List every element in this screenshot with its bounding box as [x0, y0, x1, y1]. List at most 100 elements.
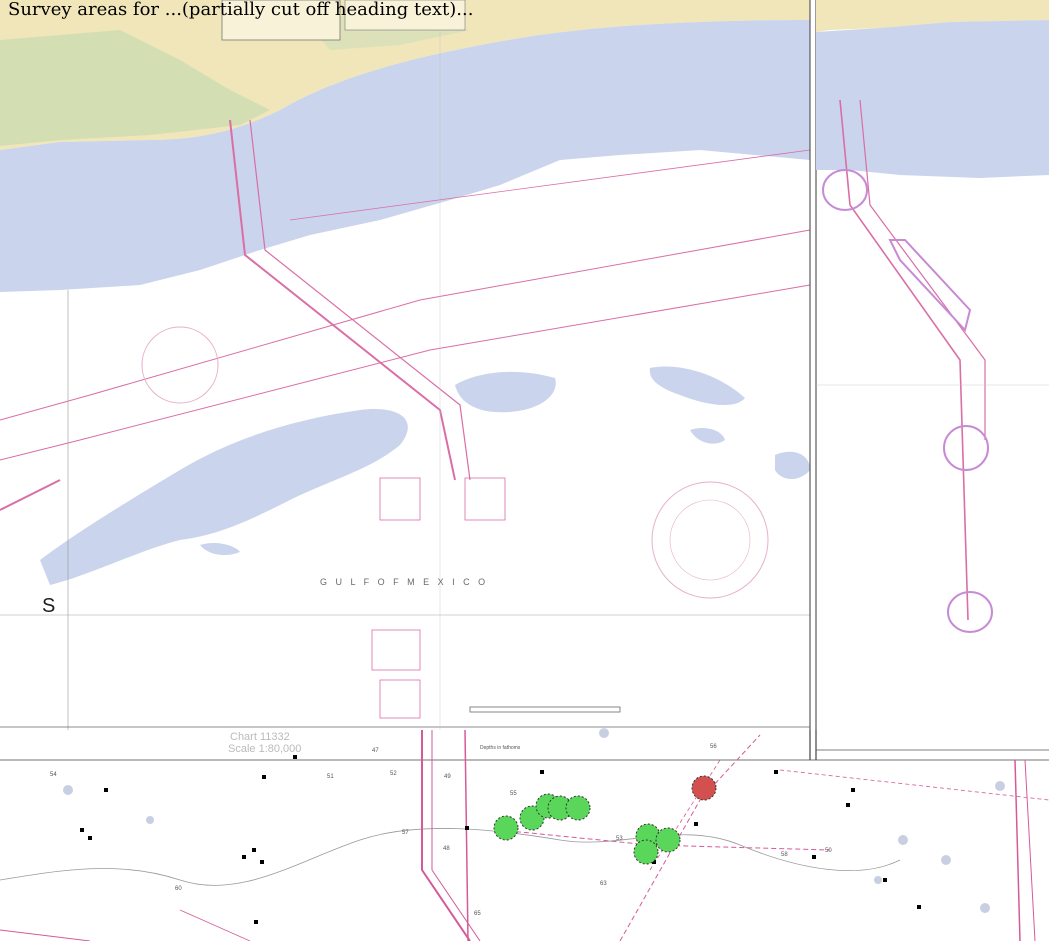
survey-site-5[interactable] — [565, 795, 591, 821]
obstruction-mark — [293, 755, 297, 759]
panel-divider — [810, 0, 816, 760]
shoal-mid — [455, 371, 556, 413]
pipeline-1 — [421, 730, 471, 941]
dashed-route-1 — [499, 829, 831, 851]
sounding-label: 51 — [327, 774, 334, 780]
ship-channel-2 — [249, 119, 471, 481]
shoal-large — [40, 409, 408, 585]
sounding-label: 50 — [825, 848, 832, 854]
obstruction-mark — [694, 822, 698, 826]
left-chart-panel: G U L F O F M E X I C O S Chart 11332 Sc… — [0, 0, 811, 755]
obstruction-mark — [254, 920, 258, 924]
tide-table — [221, 0, 341, 41]
pipeline-4 — [1014, 759, 1021, 941]
anchorage-circle-3 — [141, 326, 219, 404]
faded-overlay — [0, 0, 1049, 730]
obstruction-mark — [260, 860, 264, 864]
shoal-right-1 — [649, 366, 745, 406]
notes-box — [344, 0, 466, 31]
sounding-label: 65 — [474, 911, 481, 917]
sounding-label: 63 — [600, 881, 607, 887]
right-land — [816, 0, 1049, 32]
letter-s-label: S — [42, 595, 55, 617]
soundings: 54 51 52 49 53 56 55 50 48 47 57 60 63 6… — [50, 744, 832, 917]
area-box-4 — [379, 679, 421, 719]
shoal-small — [200, 542, 240, 556]
obstruction-mark — [104, 788, 108, 792]
sounding-label: 57 — [402, 830, 409, 836]
obstruction-circle — [63, 785, 73, 795]
fairway-line-1 — [0, 229, 811, 421]
nearshore-shoal — [0, 20, 810, 292]
sounding-label: 47 — [372, 748, 379, 754]
obstruction-mark — [540, 770, 544, 774]
obstruction-mark — [252, 848, 256, 852]
obstruction-mark — [652, 860, 656, 864]
obstruction-mark — [917, 905, 921, 909]
sounding-label: 49 — [444, 774, 451, 780]
survey-site-8[interactable] — [633, 839, 659, 865]
sounding-label: 54 — [50, 772, 57, 778]
right-shoal — [816, 20, 1049, 178]
sounding-label: 58 — [781, 852, 788, 858]
anchorage-circle-2 — [669, 499, 751, 581]
obstruction-mark — [262, 775, 266, 779]
right-channel — [839, 99, 969, 621]
sounding-label: 56 — [710, 744, 717, 750]
pipeline-3 — [464, 729, 469, 941]
survey-site-1[interactable] — [493, 815, 519, 841]
obstruction-mark — [883, 878, 887, 882]
lower-chart-strip: 54 51 52 49 53 56 55 50 48 47 57 60 63 6… — [0, 728, 1049, 941]
right-turning-basin-2 — [943, 425, 989, 471]
obstruction-mark — [465, 826, 469, 830]
scale-bar — [469, 706, 621, 713]
right-turning-basin-1 — [822, 169, 868, 211]
caption-text: Survey areas for ...(partially cut off h… — [8, 0, 474, 20]
depth-unit-label: Depths in fathoms — [480, 745, 521, 751]
pipeline-2 — [431, 730, 481, 941]
right-chart-panel — [816, 0, 1049, 751]
wetland-green — [0, 30, 270, 146]
obstruction-mark — [774, 770, 778, 774]
sounding-label: 60 — [175, 886, 182, 892]
dashed-route-2 — [619, 734, 761, 941]
survey-site-7[interactable] — [655, 827, 681, 853]
survey-site-9[interactable] — [691, 775, 717, 801]
obstruction-circle — [599, 728, 609, 738]
fairway-line-4 — [0, 479, 61, 511]
pink-diag — [0, 929, 91, 941]
obstruction-mark — [80, 828, 84, 832]
area-box-3 — [371, 629, 421, 671]
obstruction-mark — [812, 855, 816, 859]
right-turning-basin-3 — [947, 591, 993, 633]
ship-channel — [229, 119, 456, 481]
obstruction-circle — [980, 903, 990, 913]
right-dredge-box — [888, 239, 972, 333]
area-box-2 — [464, 477, 506, 521]
obstruction-circle — [941, 855, 951, 865]
shoal-right-3 — [690, 428, 725, 444]
fairway-line-2 — [0, 284, 811, 461]
obstruction-circle — [898, 835, 908, 845]
anchorage-circle-1 — [651, 481, 769, 599]
obstruction-mark — [242, 855, 246, 859]
sounding-label: 55 — [510, 791, 517, 797]
obstruction-circle — [874, 876, 882, 884]
survey-markers — [493, 775, 717, 865]
scale-label: Scale 1:80,000 — [228, 743, 301, 755]
obstruction-mark — [846, 803, 850, 807]
pipeline-5 — [1024, 759, 1036, 941]
sounding-label: 52 — [390, 771, 397, 777]
chart-number-label: Chart 11332 — [230, 731, 290, 743]
gulf-of-mexico-label: G U L F O F M E X I C O — [320, 577, 488, 587]
fairway-line-3 — [289, 149, 811, 221]
area-box-1 — [379, 477, 421, 521]
right-channel-2 — [859, 99, 986, 440]
obstruction-mark — [851, 788, 855, 792]
pink-diag — [179, 909, 251, 941]
depth-contour — [0, 828, 901, 886]
shoal-right-2 — [775, 451, 810, 479]
sounding-label: 48 — [443, 846, 450, 852]
sounding-label: 53 — [616, 836, 623, 842]
